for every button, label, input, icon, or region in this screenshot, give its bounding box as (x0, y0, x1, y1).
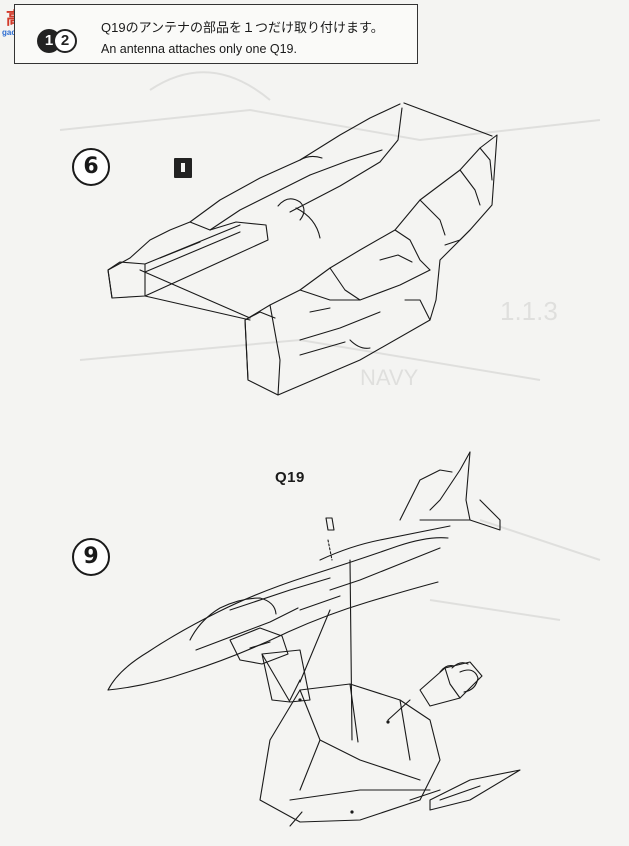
note-text-english: An antenna attaches only one Q19. (101, 42, 297, 56)
step-number-9: 9 (72, 538, 110, 576)
part-label-q19: Q19 (275, 469, 305, 486)
step9-engine-nozzles (419, 661, 483, 707)
step9-wing-assembly (259, 649, 521, 823)
ghost-text-number: 1.1.3 (500, 296, 558, 326)
step-badge-2: 2 (53, 29, 77, 53)
step9-aircraft-fuselage (107, 451, 501, 691)
note-text-japanese: Q19のアンテナの部品を１つだけ取り付けます。 (101, 20, 384, 35)
instruction-note-box: 1 2 Q19のアンテナの部品を１つだけ取り付けます。 An antenna a… (14, 4, 418, 64)
step6-right-fuselage-half (244, 134, 498, 396)
ghost-text-navy: NAVY (360, 365, 419, 390)
cement-icon (174, 158, 192, 178)
step6-left-fuselage-half (107, 103, 403, 299)
step-number-6: 6 (72, 148, 110, 186)
steps-reference-icon: 1 2 (33, 15, 77, 59)
